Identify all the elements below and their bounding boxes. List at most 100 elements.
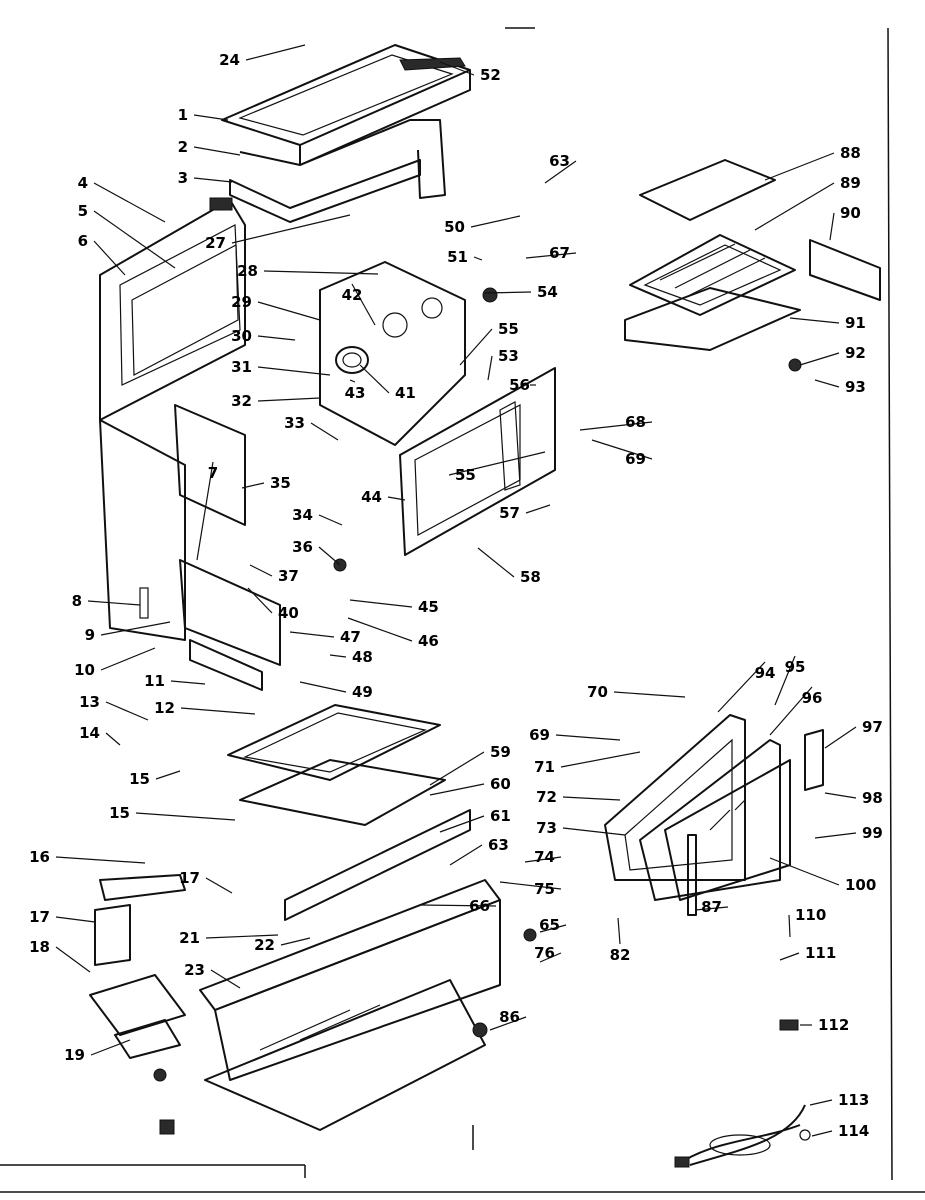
callout-label-6: 6 (78, 232, 88, 250)
callout-leader-19 (90, 1039, 131, 1056)
callout-leader-51 (473, 256, 483, 261)
parts-drawing (0, 27, 925, 1193)
callout-leader-93 (814, 379, 840, 388)
callout-leader-63 (449, 844, 483, 866)
callout-leader-90 (829, 212, 835, 241)
callout-leader-96 (769, 686, 813, 736)
callout-leader-31 (257, 366, 331, 376)
callout-label-51: 51 (447, 248, 468, 266)
callout-leader-69 (591, 439, 653, 460)
callout-leader-10 (100, 647, 156, 671)
callout-label-15: 15 (109, 804, 130, 822)
callout-label-10: 10 (74, 661, 95, 679)
callout-leader-66 (419, 904, 497, 907)
callout-label-15: 15 (129, 770, 150, 788)
callout-label-50: 50 (444, 218, 465, 236)
callout-leader-17 (205, 877, 233, 894)
callout-leader-72 (562, 796, 621, 801)
callout-label-33: 33 (284, 414, 305, 432)
callout-leader-12 (180, 707, 256, 715)
callout-label-45: 45 (418, 598, 439, 616)
callout-leader-76 (539, 952, 562, 963)
callout-label-58: 58 (520, 568, 541, 586)
callout-leader-9 (100, 621, 171, 636)
callout-label-18: 18 (29, 938, 50, 956)
callout-label-52: 52 (480, 66, 501, 84)
callout-leader-57 (525, 504, 551, 514)
callout-leader-13 (105, 701, 149, 721)
callout-label-73: 73 (536, 819, 557, 837)
callout-label-99: 99 (862, 824, 883, 842)
callout-leader-3 (193, 177, 233, 183)
callout-label-4: 4 (78, 174, 88, 192)
callout-leader-18 (55, 946, 91, 973)
callout-leader-71 (560, 751, 641, 768)
callout-label-17: 17 (179, 869, 200, 887)
callout-leader-63 (544, 160, 577, 184)
callout-label-23: 23 (184, 961, 205, 979)
oven-bottom (227, 704, 471, 921)
callout-leader-41 (359, 364, 390, 394)
callout-label-55: 55 (455, 466, 476, 484)
callout-leader-53 (487, 355, 493, 381)
callout-leader-47 (289, 631, 335, 638)
callout-leader-48 (329, 654, 347, 658)
callout-leader-55 (448, 451, 546, 476)
callout-leader-23 (210, 969, 241, 989)
callout-label-16: 16 (29, 848, 50, 866)
frame-lines (0, 27, 925, 1193)
callout-leader-37 (249, 564, 273, 577)
callout-label-69: 69 (529, 726, 550, 744)
callout-label-2: 2 (178, 138, 188, 156)
callout-label-97: 97 (862, 718, 883, 736)
callout-leader-88 (764, 152, 835, 181)
callout-label-82: 82 (610, 946, 631, 964)
callout-leader-49 (299, 681, 347, 693)
callout-label-3: 3 (178, 169, 188, 187)
callout-label-88: 88 (840, 144, 861, 162)
callout-label-7: 7 (208, 464, 218, 482)
callout-label-65: 65 (539, 916, 560, 934)
callout-label-113: 113 (838, 1091, 869, 1109)
callout-leader-60 (429, 783, 485, 796)
callout-label-98: 98 (862, 789, 883, 807)
callout-label-75: 75 (534, 880, 555, 898)
callout-leader-69 (555, 734, 621, 741)
broiler-pan (624, 159, 881, 351)
callout-leader-44 (387, 496, 406, 501)
callout-leader-54 (484, 291, 532, 294)
callout-label-8: 8 (72, 592, 82, 610)
callout-label-43: 43 (345, 384, 366, 402)
callout-label-91: 91 (845, 314, 866, 332)
callout-leader-40 (247, 587, 273, 614)
callout-leader-99 (814, 832, 857, 839)
callout-label-63: 63 (549, 152, 570, 170)
callout-label-42: 42 (342, 286, 363, 304)
callout-leader-58 (477, 547, 515, 578)
callout-leader-30 (257, 335, 296, 341)
callout-label-92: 92 (845, 344, 866, 362)
callout-label-68: 68 (625, 413, 646, 431)
callout-label-48: 48 (352, 648, 373, 666)
callout-label-90: 90 (840, 204, 861, 222)
callout-label-55: 55 (498, 320, 519, 338)
callout-label-37: 37 (278, 567, 299, 585)
callout-leader-43 (349, 379, 356, 383)
hardware-pieces (153, 287, 802, 1135)
callout-leader-94 (717, 661, 766, 713)
callout-leader-113 (809, 1099, 833, 1106)
callout-label-5: 5 (78, 202, 88, 220)
callout-label-13: 13 (79, 693, 100, 711)
callout-leader-91 (789, 317, 840, 324)
callout-leader-29 (257, 301, 321, 321)
callout-label-11: 11 (144, 672, 165, 690)
callout-label-67: 67 (549, 244, 570, 262)
callout-label-76: 76 (534, 944, 555, 962)
callout-label-72: 72 (536, 788, 557, 806)
callout-leader-45 (349, 599, 413, 608)
callout-label-94: 94 (755, 664, 776, 682)
back-panel (319, 261, 466, 446)
callout-label-112: 112 (818, 1016, 849, 1034)
callout-label-96: 96 (802, 689, 823, 707)
